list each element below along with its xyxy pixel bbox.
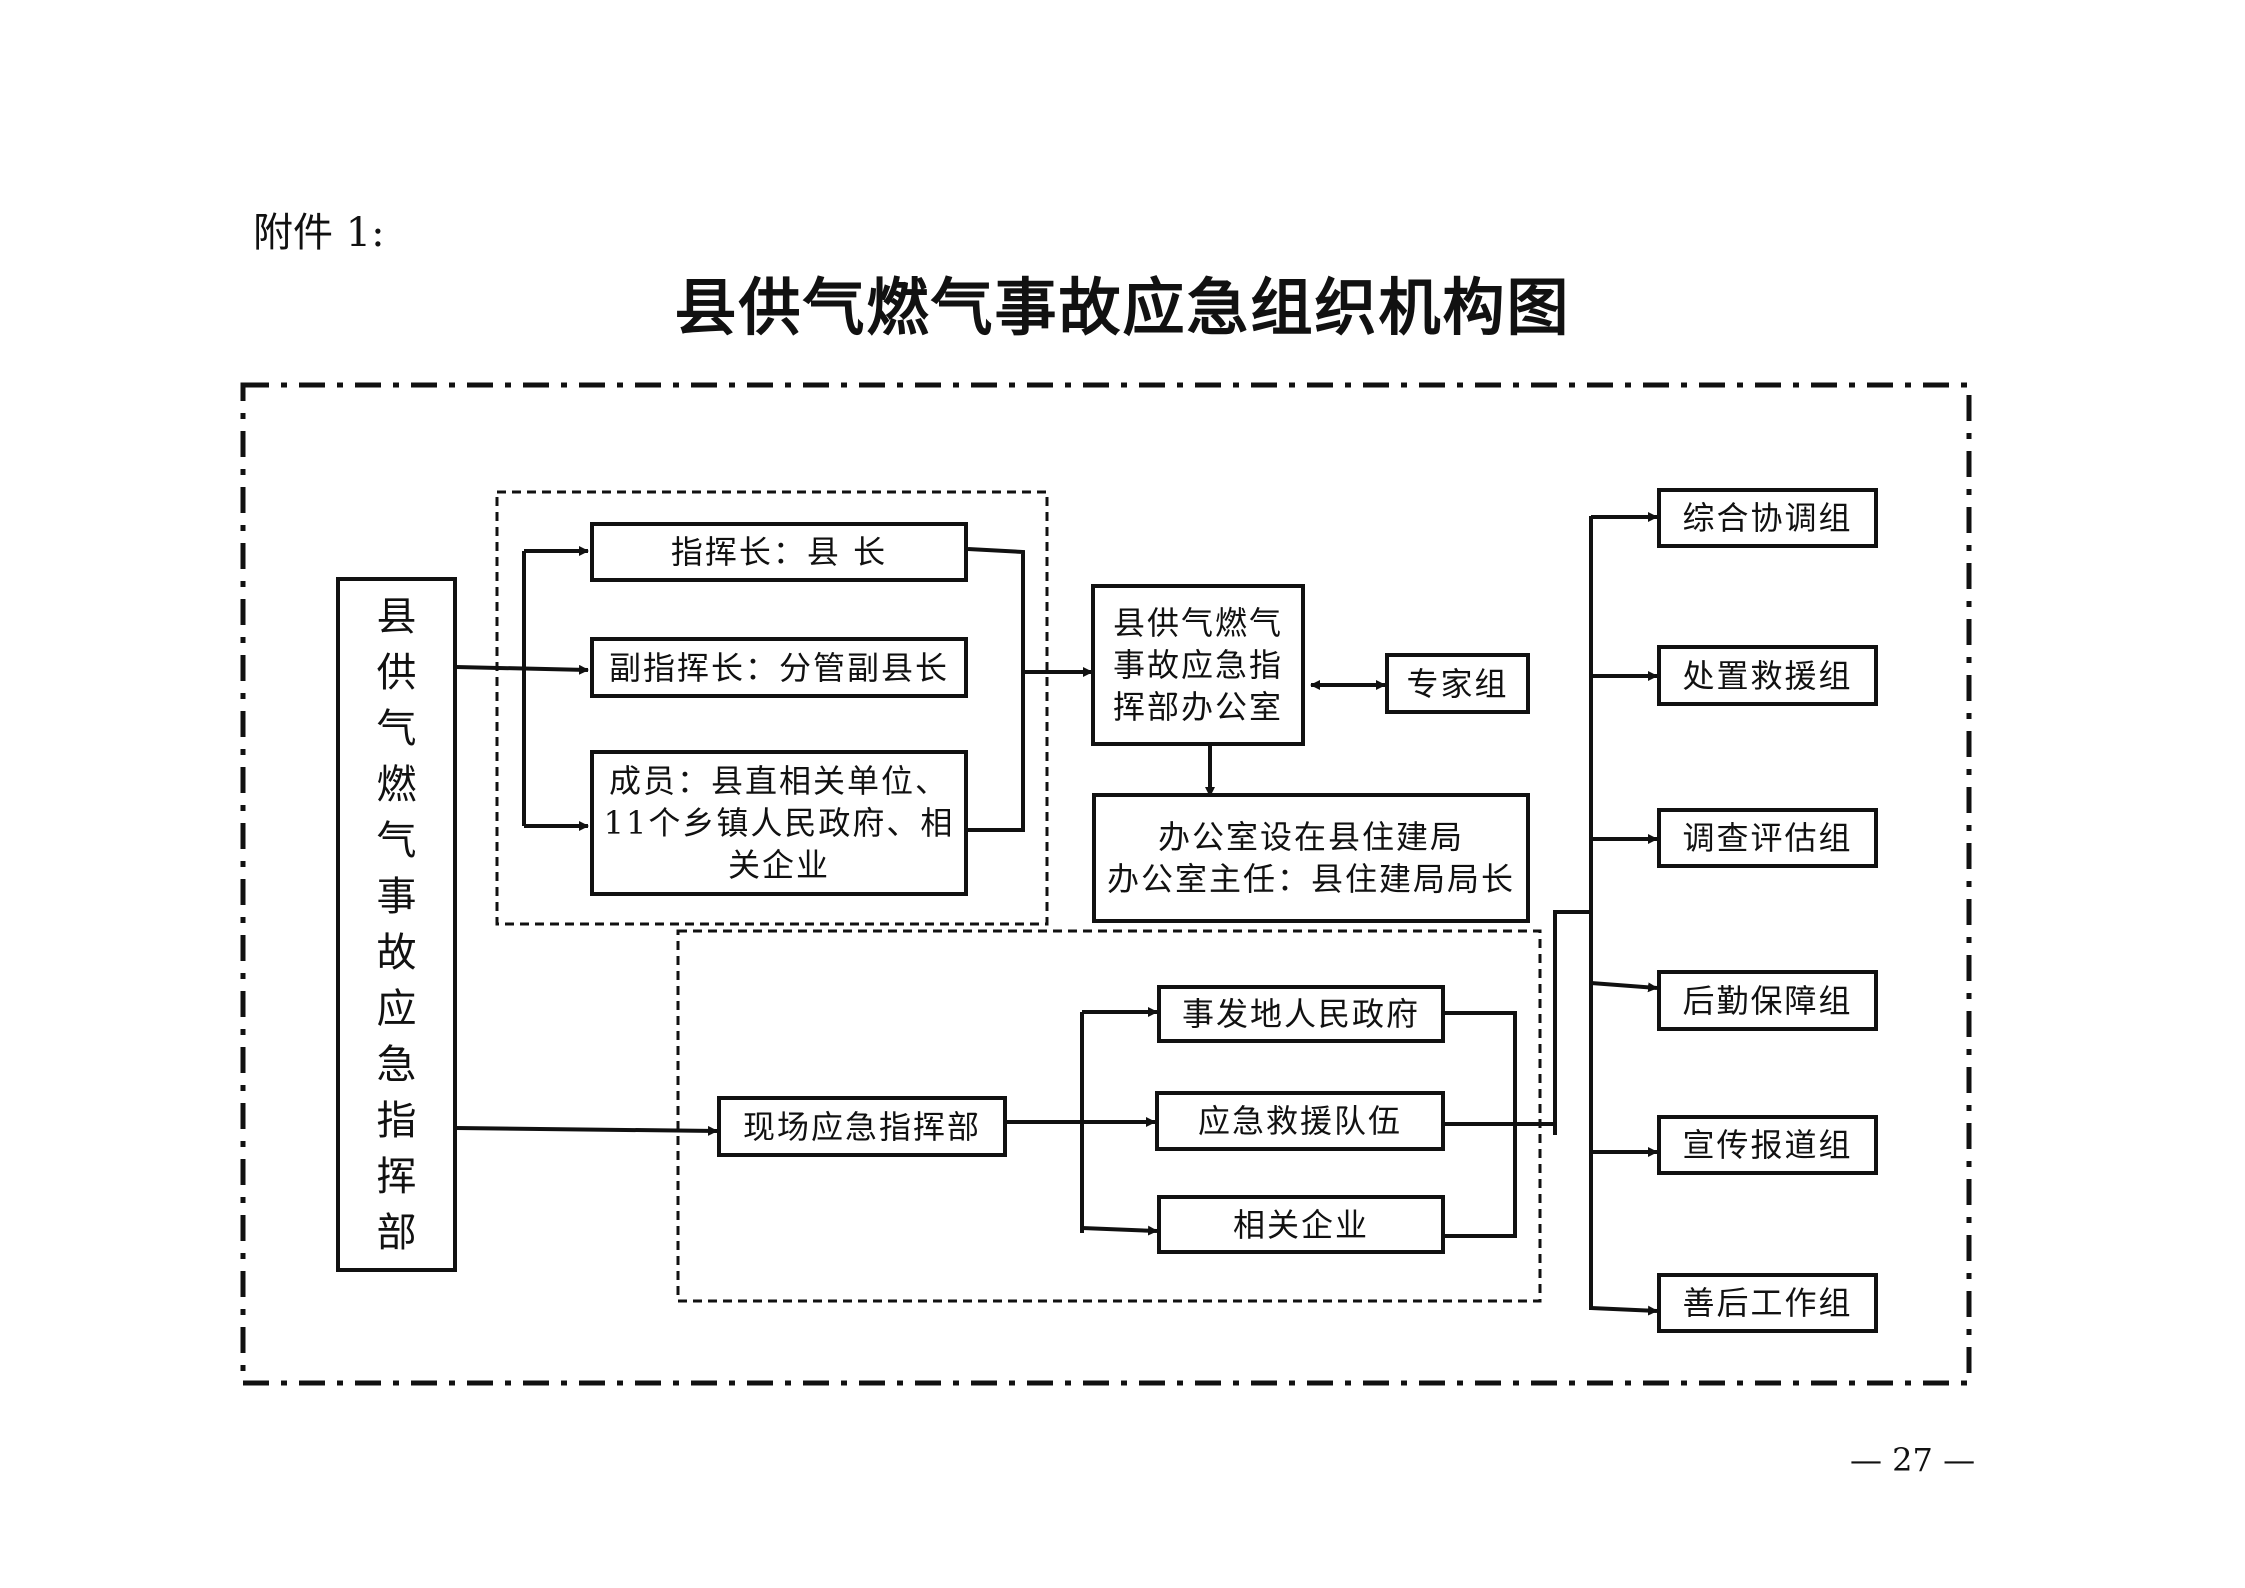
onsite-unit-box: 应急救援队伍 bbox=[1155, 1091, 1445, 1151]
page-number: — 27 — bbox=[1850, 1441, 1976, 1479]
deputy-commander-box: 副指挥长：分管副县长 bbox=[590, 637, 968, 698]
onsite-unit-label: 应急救援队伍 bbox=[1197, 1102, 1402, 1140]
working-group-box: 宣传报道组 bbox=[1657, 1115, 1878, 1175]
emergency-office-box: 县供气燃气 事故应急指 挥部办公室 bbox=[1091, 584, 1305, 746]
expert-group-label: 专家组 bbox=[1406, 664, 1509, 703]
deputy-commander-label: 副指挥长：分管副县长 bbox=[608, 648, 949, 687]
commander-label: 指挥长：县 长 bbox=[670, 533, 888, 571]
outer-frame bbox=[240, 382, 1972, 1386]
working-group-box: 综合协调组 bbox=[1657, 488, 1878, 548]
working-group-box: 后勤保障组 bbox=[1657, 970, 1878, 1031]
members-box: 成员：县直相关单位、 11个乡镇人民政府、相 关企业 bbox=[590, 750, 968, 896]
onsite-unit-box: 事发地人民政府 bbox=[1157, 985, 1445, 1043]
diagram-title: 县供气燃气事故应急组织机构图 bbox=[674, 271, 1571, 344]
emergency-office-label: 县供气燃气 事故应急指 挥部办公室 bbox=[1112, 604, 1283, 726]
expert-group-box: 专家组 bbox=[1385, 653, 1530, 714]
headquarters-box: 县供气燃气事故应急指挥部 bbox=[336, 577, 457, 1272]
onsite-unit-label: 事发地人民政府 bbox=[1181, 995, 1420, 1033]
working-group-label: 调查评估组 bbox=[1682, 819, 1853, 857]
headquarters-label: 县供气燃气事故应急指挥部 bbox=[376, 593, 417, 1256]
onsite-command-label: 现场应急指挥部 bbox=[742, 1107, 981, 1146]
commander-box: 指挥长：县 长 bbox=[590, 522, 968, 582]
leadership-group-frame bbox=[495, 490, 1049, 926]
onsite-unit-box: 相关企业 bbox=[1157, 1195, 1445, 1254]
working-group-label: 综合协调组 bbox=[1682, 499, 1853, 537]
working-group-label: 处置救援组 bbox=[1682, 656, 1853, 695]
working-group-label: 宣传报道组 bbox=[1682, 1126, 1853, 1164]
attachment-label: 附件 1: bbox=[253, 210, 385, 256]
working-group-box: 善后工作组 bbox=[1657, 1273, 1878, 1333]
working-group-box: 调查评估组 bbox=[1657, 808, 1878, 868]
working-group-label: 后勤保障组 bbox=[1682, 981, 1853, 1020]
members-label: 成员：县直相关单位、 11个乡镇人民政府、相 关企业 bbox=[603, 762, 955, 884]
onsite-command-box: 现场应急指挥部 bbox=[717, 1096, 1007, 1157]
arrow-lines bbox=[455, 512, 1658, 1316]
office-location-label: 办公室设在县住建局 办公室主任：县住建局局长 bbox=[1106, 818, 1515, 898]
working-group-box: 处置救援组 bbox=[1657, 645, 1878, 706]
office-location-box: 办公室设在县住建局 办公室主任：县住建局局长 bbox=[1092, 793, 1530, 923]
working-group-label: 善后工作组 bbox=[1682, 1284, 1853, 1322]
onsite-unit-label: 相关企业 bbox=[1232, 1205, 1369, 1244]
